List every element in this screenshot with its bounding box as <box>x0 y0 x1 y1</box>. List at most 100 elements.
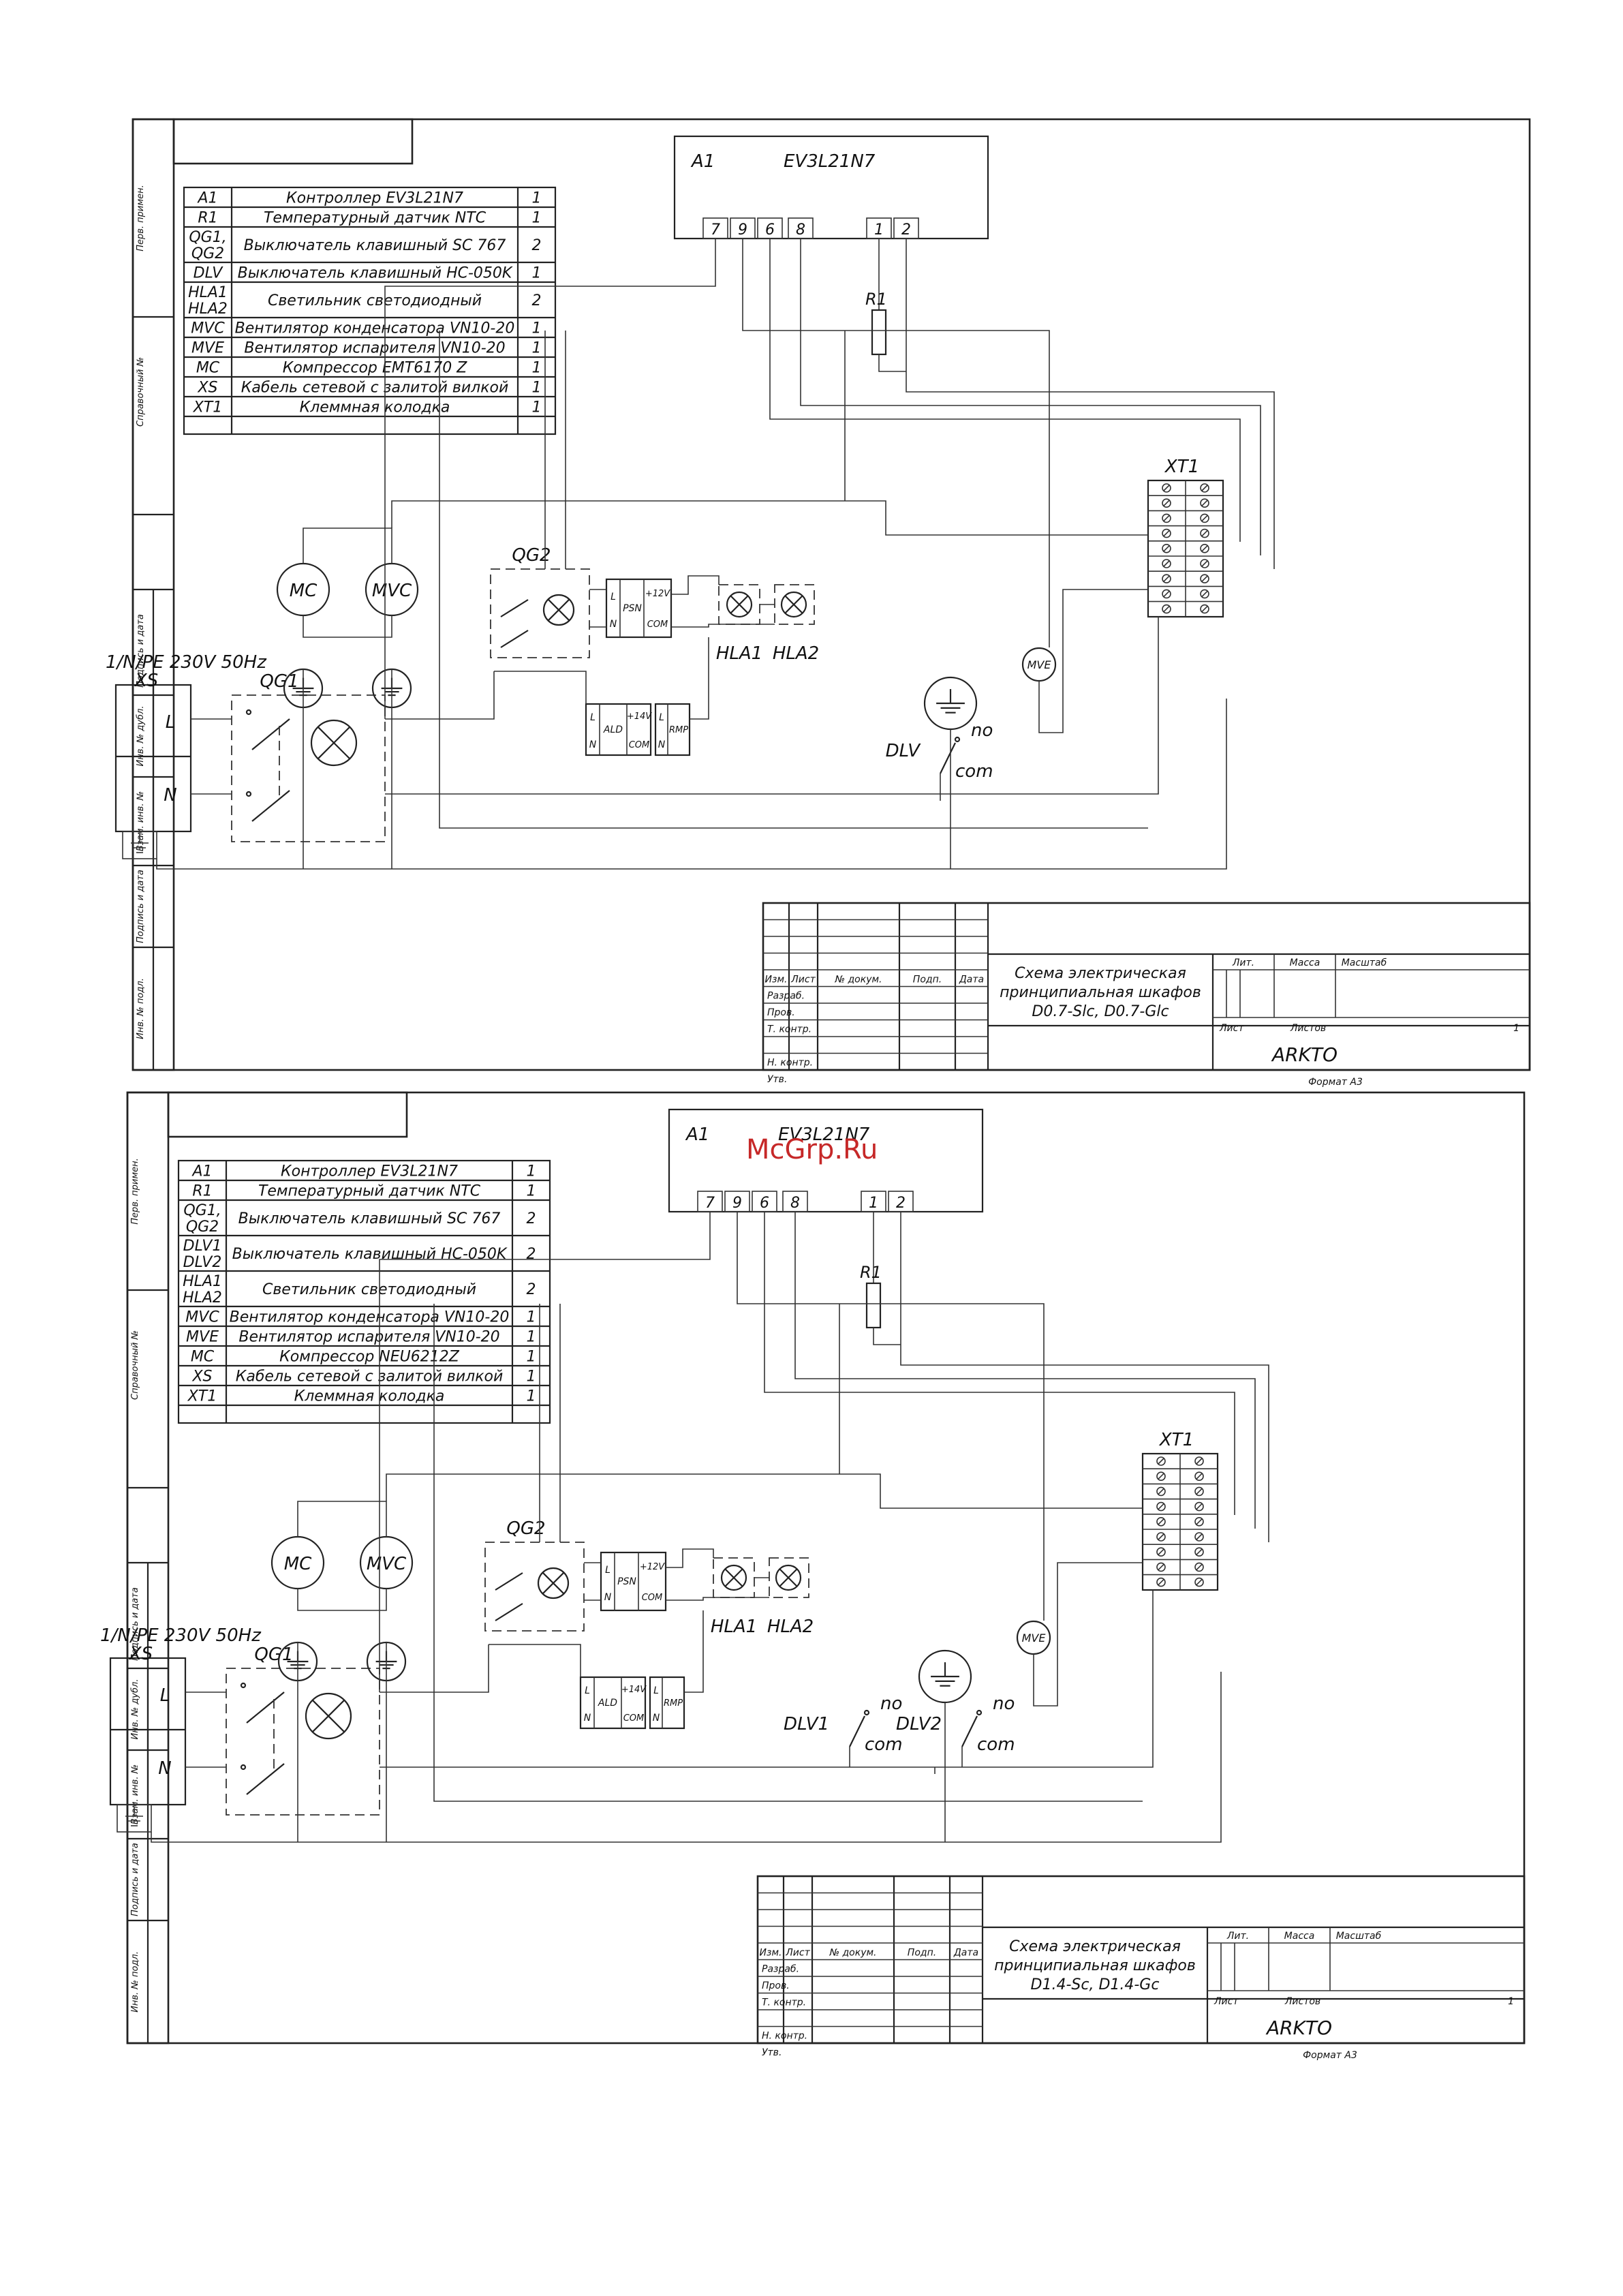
screw-slot <box>1158 1563 1164 1570</box>
stamp-row-label: Т. контр. <box>762 1997 806 2008</box>
stamp-header: Подп. <box>908 1948 936 1959</box>
screw-slot <box>1201 606 1208 613</box>
screw-head <box>1200 604 1209 614</box>
stamp-header: Дата <box>959 975 984 985</box>
wire <box>690 637 709 720</box>
screw-head <box>1200 574 1209 584</box>
screw-terminal <box>1156 1547 1166 1557</box>
screw-head <box>1162 559 1171 568</box>
part-qty: 1 <box>527 1349 536 1366</box>
screw-head <box>1162 589 1171 599</box>
line-l-label: L <box>166 712 176 733</box>
stamp-header: № докум. <box>834 975 882 985</box>
part-name: Светильник светодиодный <box>268 292 482 309</box>
wire <box>666 1597 769 1601</box>
lamp-circle <box>726 591 753 618</box>
screw-head <box>1156 1562 1166 1572</box>
paper-format: Формат А3 <box>1303 2050 1357 2061</box>
switch-label: DLV1 <box>784 1714 829 1734</box>
stamp-row-label: Пров. <box>762 1980 790 1991</box>
screw-terminal <box>1200 574 1209 584</box>
screw-head <box>1156 1486 1166 1497</box>
screw-head <box>1156 1456 1166 1466</box>
part-qty: 1 <box>532 399 542 416</box>
screw-slot <box>1196 1533 1203 1540</box>
screw-terminal <box>1156 1456 1166 1466</box>
screw-terminal <box>1156 1577 1166 1587</box>
lamp-cross <box>317 726 351 760</box>
wire <box>303 615 392 638</box>
part-name: Вентилятор конденсатора VN10-20 <box>230 1309 510 1326</box>
psn-com: COM <box>642 1593 663 1603</box>
plug-earth-box <box>117 1804 152 1833</box>
rmp-box <box>649 1676 685 1730</box>
part-ref-line: QG2 <box>186 1219 219 1236</box>
qg2-label: QG2 <box>506 1518 545 1539</box>
part-name: Клеммная колодка <box>300 399 450 416</box>
screw-head <box>1200 543 1209 553</box>
fan-mve: MVE <box>1021 647 1057 682</box>
wire <box>384 239 716 719</box>
screw-head <box>1156 1547 1166 1557</box>
contact-point <box>245 709 252 716</box>
screw-head <box>1200 513 1209 523</box>
fan-mve: MVE <box>1016 1620 1051 1655</box>
part-qty: 1 <box>532 265 542 282</box>
lamp-circle <box>542 594 575 626</box>
stamp-row-label: Т. контр. <box>767 1024 812 1035</box>
side-label: Инв. № дубл. <box>136 706 146 767</box>
screw-terminal <box>1194 1456 1204 1466</box>
qg1-label: QG1 <box>260 671 298 692</box>
side-label: Взам. инв. № <box>130 1764 140 1824</box>
wire <box>873 1328 901 1345</box>
switch-blade <box>495 1572 523 1591</box>
psn-l: L <box>605 1565 610 1576</box>
part-ref: A1 <box>196 190 217 207</box>
terminal-pin-6: 6 <box>752 1191 777 1212</box>
screw-head <box>1200 498 1209 508</box>
contact-point <box>240 1764 247 1771</box>
screw-terminal <box>1194 1532 1204 1542</box>
hla2-label: HLA2 <box>773 643 819 664</box>
terminal-pin-6: 6 <box>757 217 783 239</box>
screw-head <box>1194 1486 1204 1497</box>
switch-label: DLV2 <box>896 1714 942 1734</box>
part-ref-line: QG2 <box>191 245 224 262</box>
part-name: Вентилятор конденсатора VN10-20 <box>235 320 515 337</box>
screw-head <box>1162 483 1171 493</box>
part-qty: 2 <box>532 292 542 309</box>
screw-terminal <box>1194 1577 1204 1587</box>
lamp-circle <box>780 591 807 618</box>
part-name: Выключатель клавишный SC 767 <box>244 237 506 254</box>
psn-box <box>605 578 673 639</box>
screw-slot <box>1196 1563 1203 1570</box>
contact-point <box>976 1709 983 1716</box>
part-ref: MVE <box>191 340 224 357</box>
part-name: Вентилятор испарителя VN10-20 <box>238 1329 499 1346</box>
terminal-pin-9: 9 <box>724 1191 750 1212</box>
wire <box>297 1589 387 1611</box>
side-label: Перв. примен. <box>136 185 146 251</box>
terminal-block-xt1: XT1 <box>1141 1430 1219 1591</box>
paper-format: Формат А3 <box>1308 1077 1363 1088</box>
ald-box <box>585 703 652 756</box>
wire <box>156 699 1227 870</box>
wire <box>794 1212 1256 1529</box>
side-label: Подпись и дата <box>136 870 146 943</box>
lamp-cross <box>724 1568 743 1587</box>
stamp-sheets: Листов <box>1284 1996 1320 2007</box>
screw-terminal <box>1162 574 1171 584</box>
switch-blade <box>251 718 290 750</box>
rmp-n: N <box>653 1713 660 1724</box>
hla1-label: HLA1 <box>711 1617 757 1637</box>
sensor-label: R1 <box>865 290 887 309</box>
screw-terminal <box>1162 589 1171 599</box>
